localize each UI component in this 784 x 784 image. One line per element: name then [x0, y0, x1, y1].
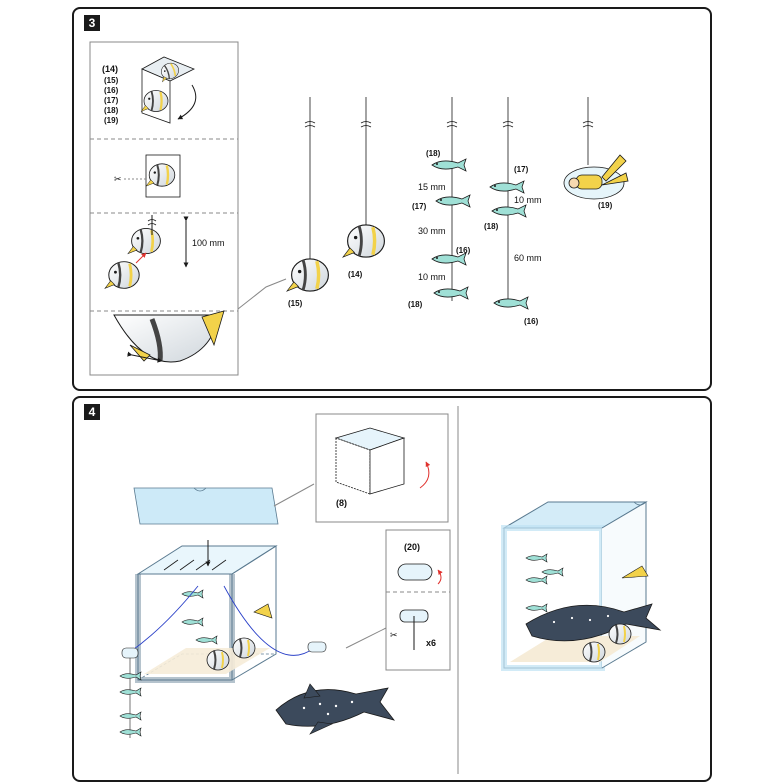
label-8: (8)	[336, 498, 347, 508]
chain-b-gap-10mm: 10 mm	[514, 195, 542, 205]
lid-piece	[133, 487, 279, 525]
cut-out-fish-icon: ✂	[114, 154, 181, 198]
inset-label-18: (18)	[104, 106, 119, 115]
label-14: (14)	[348, 270, 363, 279]
fold-card-icon	[139, 56, 197, 124]
svg-text:✂: ✂	[390, 630, 398, 640]
chain-a-gap-15mm: 15 mm	[418, 182, 446, 192]
knot-detail-icon	[113, 310, 225, 363]
step-3-diagram: (14) (15) (16) (17) (18) (19) ✂ 100 mm	[89, 41, 629, 376]
inset-label-14: (14)	[102, 64, 118, 74]
inset-label-15: (15)	[104, 76, 119, 85]
label-19: (19)	[598, 201, 613, 210]
svg-text:✂: ✂	[114, 174, 122, 184]
step-4-panel: 4	[72, 396, 712, 782]
inset-label-17: (17)	[104, 96, 119, 105]
tank-frame-assembly	[129, 540, 315, 683]
hanging-fish-15	[285, 97, 331, 293]
chain-a-label-third: (16)	[456, 246, 471, 255]
chain-a-gap-30mm: 30 mm	[418, 226, 446, 236]
fish-chain-b	[489, 97, 529, 310]
cut-count-x6: x6	[426, 638, 436, 648]
label-20: (20)	[404, 542, 420, 552]
whale-shark	[275, 683, 396, 735]
chain-a-gap-10mm: 10 mm	[418, 272, 446, 282]
chain-a-label-second: (17)	[412, 202, 427, 211]
inset-label-19: (19)	[104, 116, 119, 125]
chain-b-gap-60mm: 60 mm	[514, 253, 542, 263]
roll-holder-loose	[307, 641, 327, 653]
chain-b-label-bottom: (16)	[524, 317, 539, 326]
step-4-diagram: (8) ✂ (20) x6	[119, 406, 662, 774]
chain-b-label-top: (17)	[514, 165, 529, 174]
hanging-diver-19	[563, 97, 629, 200]
roll-inset: ✂	[385, 529, 451, 671]
step-3-badge: 3	[84, 15, 100, 31]
chain-a-label-bottom: (18)	[408, 300, 423, 309]
finished-aquarium	[501, 501, 662, 671]
inset-label-16: (16)	[104, 86, 119, 95]
fish-chain-a	[431, 97, 471, 301]
label-15: (15)	[288, 299, 303, 308]
lid-fold-inset	[315, 413, 449, 523]
hang-thread-icon	[103, 215, 189, 290]
step-3-panel: 3	[72, 7, 712, 391]
hanging-fish-14	[341, 97, 387, 259]
inset-measure-100mm: 100 mm	[192, 238, 225, 248]
loose-fish-chain	[119, 647, 142, 738]
chain-b-label-second: (18)	[484, 222, 499, 231]
chain-a-label-top: (18)	[426, 149, 441, 158]
step-4-badge: 4	[84, 404, 100, 420]
